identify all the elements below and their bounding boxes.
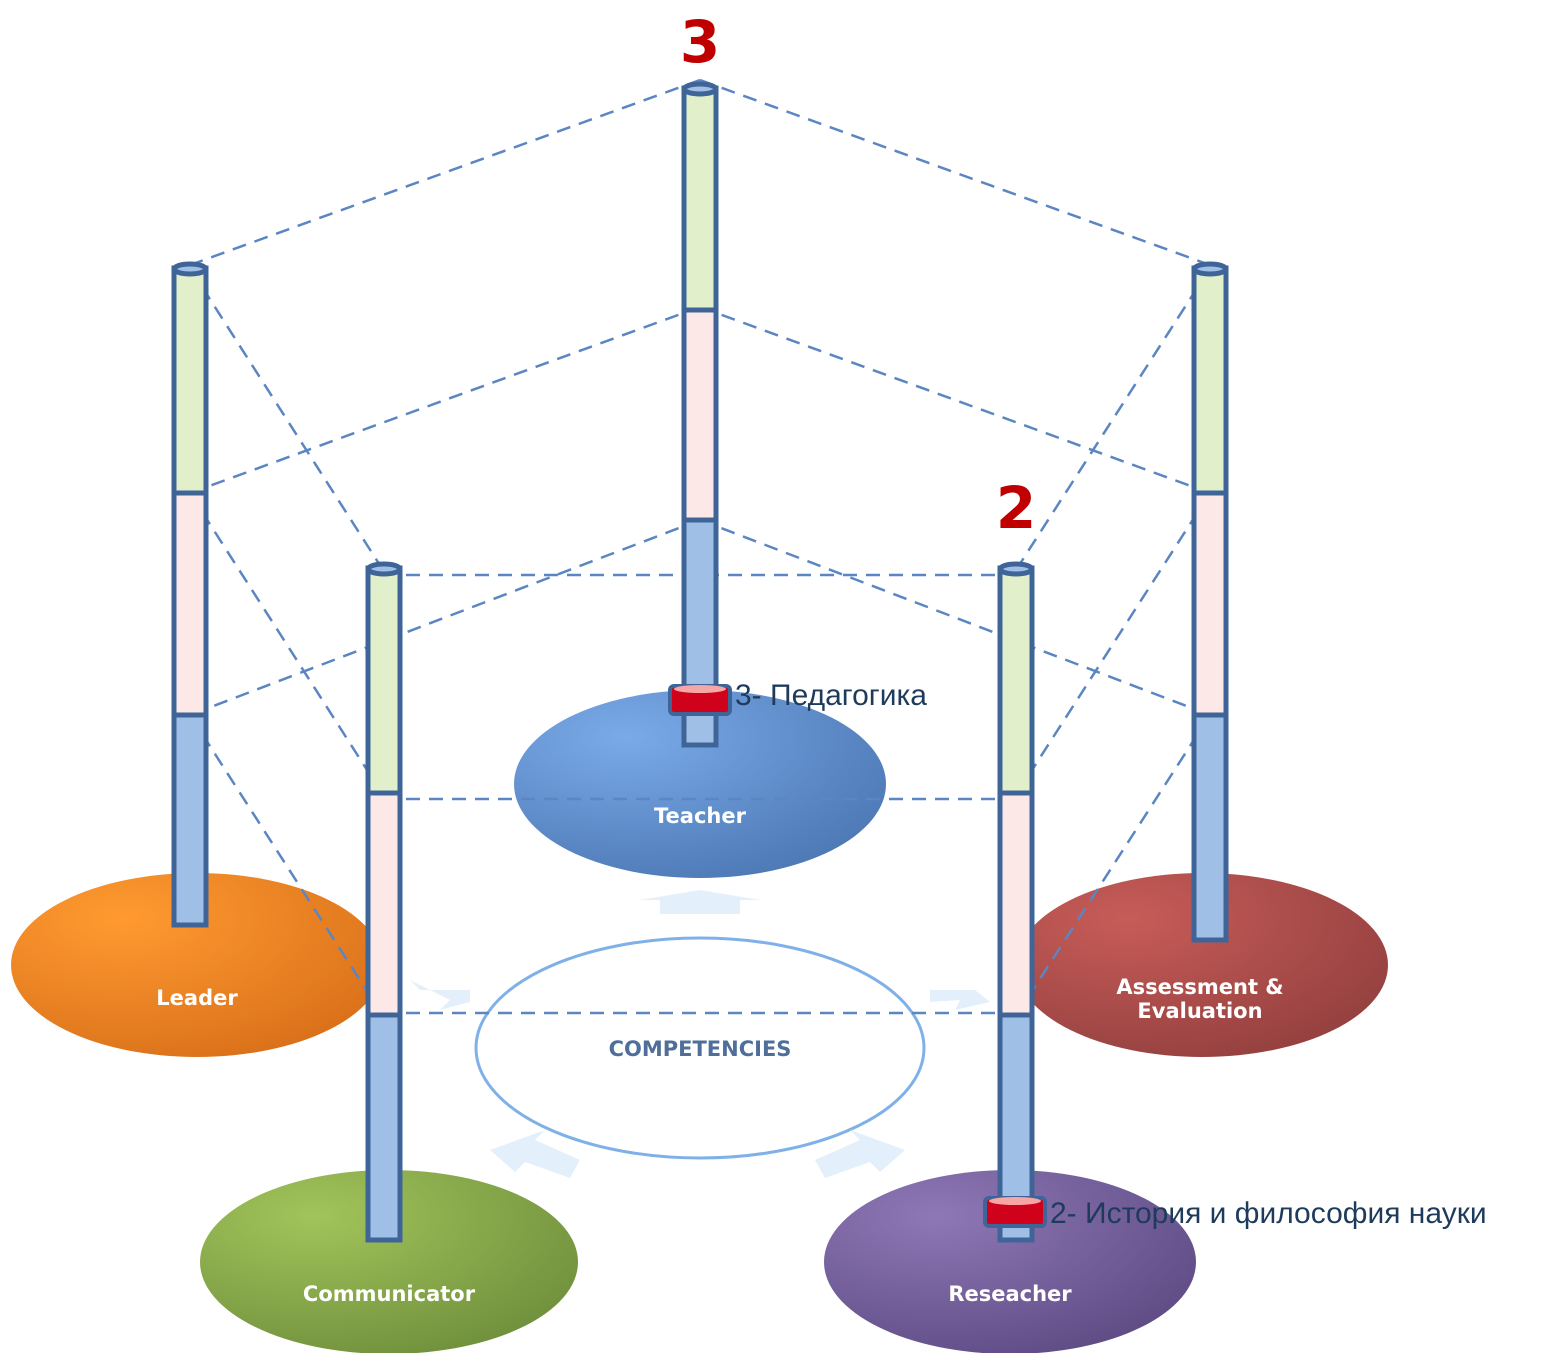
communicator-pillar (365, 561, 403, 1243)
teacher-pillar (681, 81, 719, 748)
teacher-node: Teacher (514, 690, 886, 878)
communicator-node: Communicator (200, 1170, 578, 1353)
arrow-down-right (815, 1130, 905, 1178)
teacher-level-number: 3 (680, 8, 720, 76)
teacher-marker-annotation: 3- Педагогика (735, 679, 927, 712)
researcher-pillar (997, 561, 1035, 1243)
researcher-marker-annotation: 2- История и философия науки (1050, 1197, 1487, 1230)
researcher-label: Reseacher (948, 1282, 1072, 1306)
researcher-marker (983, 1196, 1047, 1228)
competencies-label: COMPETENCIES (609, 1037, 792, 1061)
assessment-node: Assessment & Evaluation (1016, 873, 1388, 1057)
dashed-web (188, 78, 1212, 1017)
researcher-node: Reseacher (824, 1170, 1196, 1353)
assessment-pillar (1191, 261, 1229, 943)
assessment-label-line2: Evaluation (1137, 999, 1262, 1023)
arrow-right (930, 990, 990, 1010)
teacher-marker (668, 684, 732, 716)
leader-node: Leader (11, 873, 383, 1057)
arrow-down-left (490, 1130, 580, 1178)
arrow-left (410, 980, 470, 1010)
leader-label: Leader (156, 986, 238, 1010)
competencies-center: COMPETENCIES (474, 936, 926, 1160)
communicator-label: Communicator (303, 1282, 476, 1306)
researcher-level-number: 2 (996, 474, 1036, 542)
leader-pillar (171, 261, 209, 928)
teacher-label: Teacher (654, 804, 747, 828)
assessment-label-line1: Assessment & (1116, 975, 1283, 999)
arrow-up (640, 890, 760, 914)
center-arrows (410, 890, 990, 1178)
